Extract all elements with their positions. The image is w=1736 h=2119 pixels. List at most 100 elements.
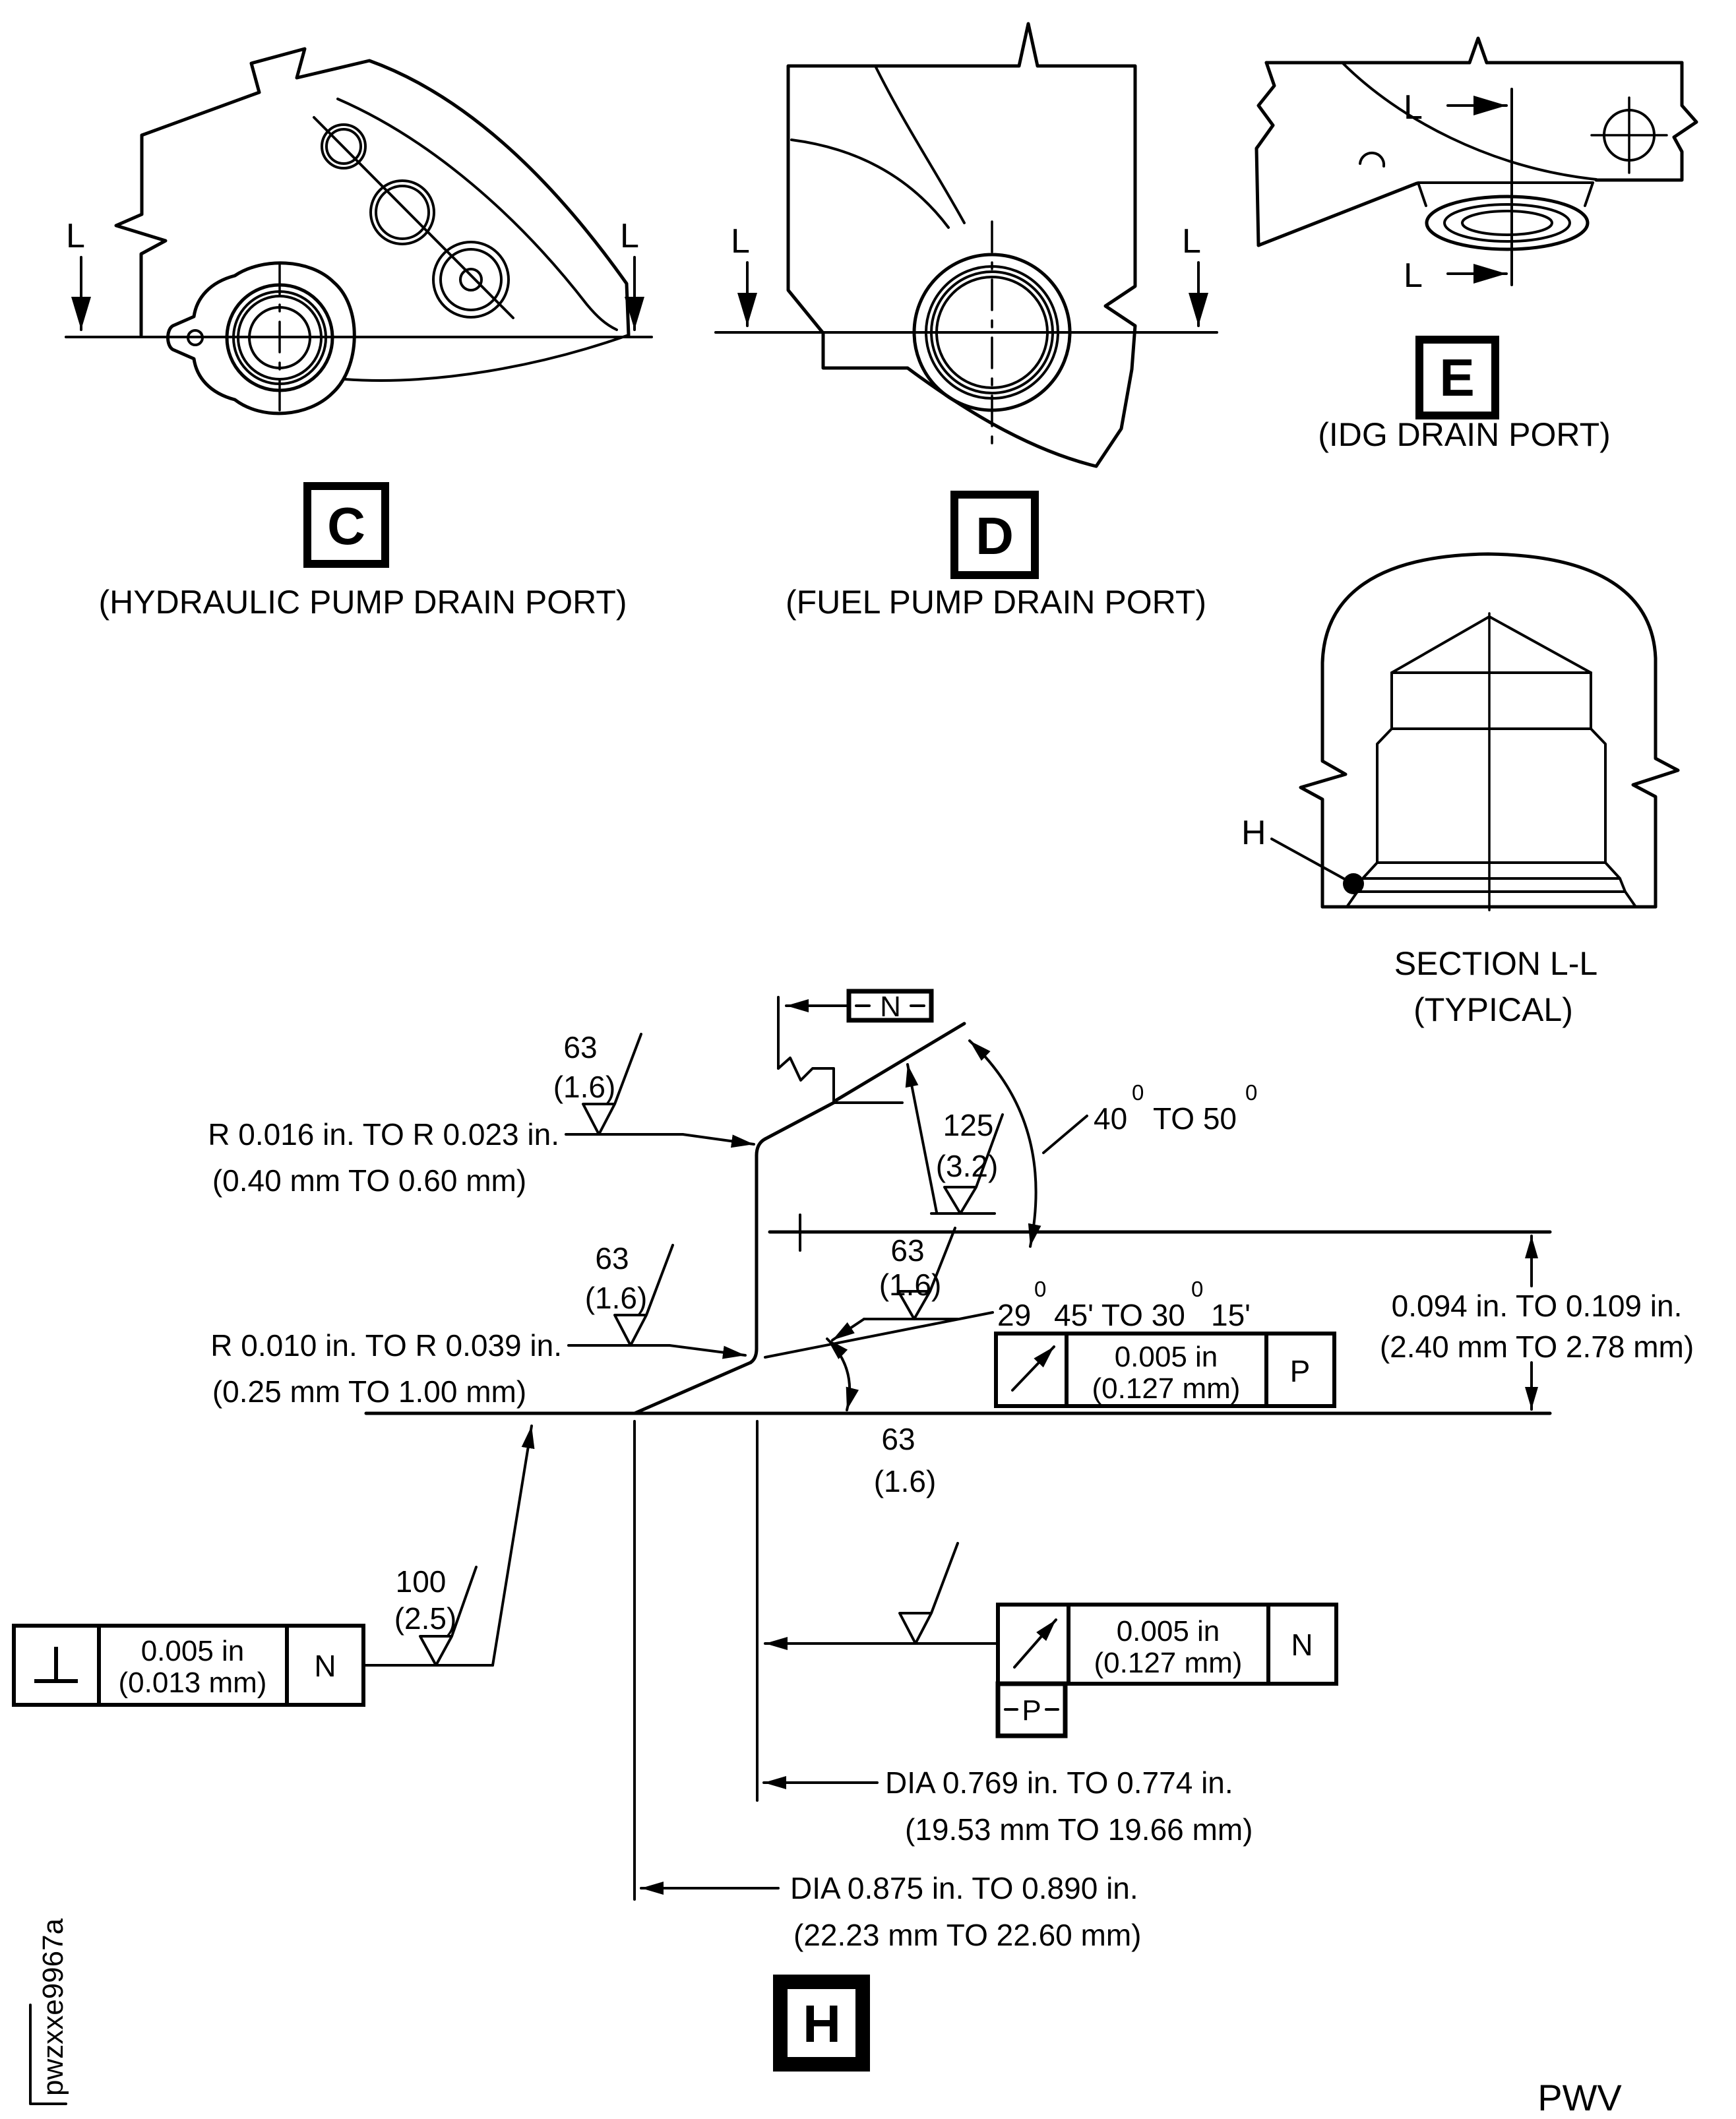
housing-bottom-left-edge (1256, 181, 1419, 247)
dia2-text-mm: (22.23 mm TO 22.60 mm) (793, 1918, 1141, 1952)
view-letter: C (327, 497, 365, 555)
part-outline (140, 47, 631, 337)
angle-40-50-leader (1042, 1115, 1088, 1154)
view-letter-box (303, 482, 389, 568)
angle-arc-40-50 (968, 1039, 1041, 1248)
chamfer-lower-segment (763, 1101, 836, 1141)
finish-63c-symbol (897, 1227, 956, 1320)
housing-left-break (1255, 61, 1276, 247)
hook-detail (1359, 151, 1386, 168)
angle-29-30-part3: 15' (1211, 1298, 1251, 1332)
finish-63c-arrow (831, 1318, 865, 1341)
plug-upper-body (1390, 671, 1592, 730)
finish-63a-value: 63 (563, 1030, 597, 1064)
housing-sweep-curve (1341, 61, 1597, 181)
hole-2 (369, 179, 435, 245)
doc-code: pwzxxe9967a (37, 1918, 69, 2096)
inner-wedge-curve (336, 98, 618, 331)
plug-seat-steps (1346, 861, 1637, 908)
finish-63a-symbol (582, 1033, 642, 1136)
datum-p-label: P (1022, 1694, 1041, 1727)
lower-chamfer (633, 1361, 753, 1415)
hole-2-inner (375, 185, 430, 240)
angle-arc-29-30 (826, 1337, 859, 1411)
chamfer-upper (834, 1022, 966, 1102)
finish-63d-value: 63 (881, 1422, 915, 1456)
height-dim-in: 0.094 in. TO 0.109 in. (1392, 1289, 1683, 1323)
view-letter-box (950, 491, 1039, 579)
perp-arrow (491, 1425, 535, 1667)
section-l-l-view: H SECTION L-L (TYPICAL) (1241, 552, 1680, 1028)
datum-n-label: N (880, 991, 901, 1023)
extension-break (777, 1057, 904, 1104)
view-letter: E (1439, 348, 1474, 407)
plug-lower-body (1376, 727, 1607, 864)
drain-ring-1 (1425, 195, 1590, 251)
housing-top-edge (1264, 36, 1684, 65)
finish-63c-value: 63 (890, 1233, 924, 1268)
drain-ring-3 (1461, 210, 1553, 236)
datum-p-box (995, 1681, 1068, 1738)
view-caption: (FUEL PUMP DRAIN PORT) (786, 584, 1206, 621)
finish-63b-symbol (613, 1244, 674, 1347)
detail-pointer-leader (1270, 838, 1351, 883)
height-dim-mm: (2.40 mm TO 2.78 mm) (1380, 1330, 1694, 1364)
detail-letter: H (803, 1994, 841, 2053)
runout-symbol-p (1011, 1345, 1055, 1392)
section-label-right: L (1182, 222, 1201, 261)
finish-63d-symbol (898, 1542, 959, 1645)
finish-63b-value: 63 (595, 1241, 629, 1275)
section-label-left: L (731, 222, 750, 261)
dia1-text-mm: (19.53 mm TO 19.66 mm) (905, 1812, 1253, 1847)
r2-text-in: R 0.010 in. TO R 0.039 in. (210, 1328, 562, 1363)
finish-125-arrow (905, 1063, 938, 1213)
angle-29-30-sup1: 0 (1034, 1277, 1046, 1301)
r2-text-mm: (0.25 mm TO 1.00 mm) (212, 1374, 526, 1409)
finish-63d-mm: (1.6) (874, 1464, 937, 1498)
housing-outline (1299, 552, 1680, 909)
perpendicularity-symbol (34, 1647, 78, 1683)
pocket-curve-2 (875, 66, 966, 224)
part-outline-left-break (114, 133, 168, 337)
upper-corner-radius (755, 1137, 767, 1157)
finish-63a-mm: (1.6) (553, 1070, 616, 1104)
dia2-text-in: DIA 0.875 in. TO 0.890 in. (790, 1871, 1138, 1905)
view-caption: (HYDRAULIC PUMP DRAIN PORT) (98, 584, 627, 621)
doc-code-bracket (29, 2004, 67, 2105)
view-letter-box (1415, 336, 1499, 419)
fcf-perp-tol-mm: (0.013 mm) (119, 1667, 267, 1699)
housing-right-break (1594, 61, 1698, 182)
view-idg-drain-port: L L E (IDG DRAIN PORT) (1255, 36, 1698, 453)
angle-29-30-part2: 45' TO 30 (1054, 1298, 1185, 1332)
hole-3-inner (439, 248, 503, 311)
dia1-text-in: DIA 0.769 in. TO 0.774 in. (885, 1766, 1233, 1800)
footer: pwzxxe9967a PWV (29, 1918, 1622, 2118)
detail-letter-box (773, 1975, 870, 2072)
boss-neck-left (1417, 181, 1427, 207)
section-label-lower: L (1404, 257, 1423, 295)
finish-125-value: 125 (943, 1108, 994, 1142)
section-label-left: L (66, 217, 85, 255)
fcf-runout-p-datum: P (1290, 1354, 1311, 1388)
detail-pointer-dot (1343, 873, 1364, 894)
pocket-curve-1 (790, 138, 950, 229)
hole-3-bore (459, 268, 483, 292)
angle-29-30-part1: 29 (997, 1298, 1031, 1332)
r2-arrow (668, 1344, 747, 1359)
boss-neck-right (1584, 181, 1594, 207)
hole-1-inner (325, 128, 362, 165)
section-subtitle: (TYPICAL) (1413, 991, 1573, 1028)
plug-peak (1390, 615, 1592, 674)
angle-40-50-sup1: 0 (1132, 1080, 1144, 1105)
drain-ring-2 (1443, 203, 1571, 243)
section-title: SECTION L-L (1394, 945, 1597, 982)
flange-bottom-curve (343, 334, 630, 382)
section-label-right: L (620, 217, 639, 255)
finish-63c-mm: (1.6) (879, 1268, 942, 1302)
view-caption: (IDG DRAIN PORT) (1318, 416, 1611, 453)
angle-29-30-sup2: 0 (1191, 1277, 1203, 1301)
angle-29-30-leader (764, 1311, 994, 1359)
boss-lug-outline (166, 261, 356, 415)
fcf-runout-p (994, 1332, 1336, 1408)
r1-text-in: R 0.016 in. TO R 0.023 in. (208, 1117, 559, 1152)
